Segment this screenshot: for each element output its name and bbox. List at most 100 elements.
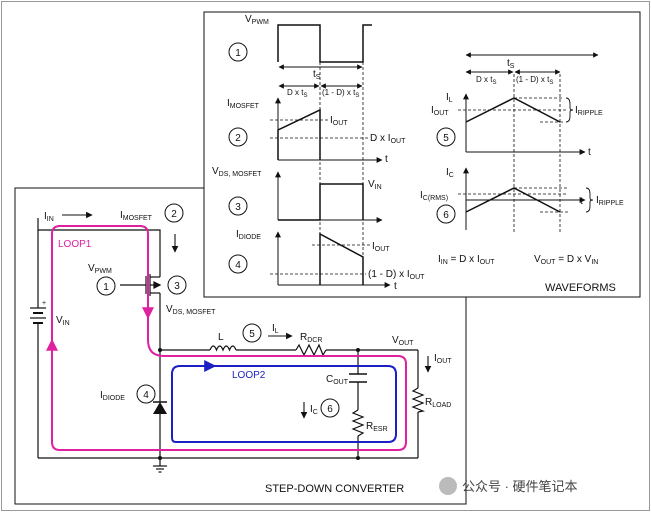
inductor-label: L <box>218 332 224 343</box>
wf-il-iout-label: IOUT <box>431 105 449 117</box>
svg-text:4: 4 <box>143 390 149 401</box>
rload-label: RLOAD <box>425 397 451 409</box>
wf-idiode-t-label: t <box>394 281 397 292</box>
wf-eq-iin: IIN = D x IOUT <box>438 254 495 266</box>
wf-ic-t-label: t <box>580 196 583 207</box>
loop2-label: LOOP2 <box>232 370 266 381</box>
wf-il-ripple-label: IRIPPLE <box>575 105 603 117</box>
svg-text:3: 3 <box>174 281 180 292</box>
wf-ts-label: tS <box>313 69 321 81</box>
battery-plus-sign: + <box>42 300 46 307</box>
marker-2: 2 <box>164 203 184 223</box>
wf-idiode-label: IDIODE <box>236 229 261 241</box>
iin-label: IIN <box>44 211 54 223</box>
wf-imosfet-iout-label: IOUT <box>330 115 348 127</box>
wf-vds-label: VDS, MOSFET <box>212 166 262 178</box>
wf-diout-label: D x IOUT <box>370 133 406 145</box>
inductor-icon <box>209 345 237 352</box>
vout-label: VOUT <box>392 335 414 347</box>
svg-text:5: 5 <box>249 329 255 340</box>
loop1-label: LOOP1 <box>58 239 92 250</box>
diode-icon <box>153 401 167 414</box>
wf-dts-label: D x tS <box>287 88 307 99</box>
wf-right-1mdts-label: (1 - D) x tS <box>516 75 553 86</box>
loop1-path <box>51 225 407 451</box>
wf-imosfet-trace <box>277 108 321 160</box>
svg-text:2: 2 <box>171 209 177 220</box>
wf-idiode-trace <box>319 232 364 285</box>
wf-marker-4: 4 <box>228 254 248 274</box>
cout-label: COUT <box>326 374 349 386</box>
circuit-wires <box>37 218 419 466</box>
il-label: IL <box>272 323 279 335</box>
svg-text:公众号 · 硬件笔记本: 公众号 · 硬件笔记本 <box>462 479 578 494</box>
wf-marker-1: 1 <box>228 42 248 62</box>
resistor-esr-icon <box>351 409 365 437</box>
wf-ic-ripple-label: IRIPPLE <box>596 195 624 207</box>
wf-ic-ripple-brace <box>585 187 594 213</box>
vin-label: VIN <box>56 315 70 327</box>
marker-6: 6 <box>320 398 340 418</box>
svg-text:1: 1 <box>103 282 109 293</box>
ic-label: IC <box>310 404 318 416</box>
node-vout <box>356 348 360 352</box>
iout-label: IOUT <box>434 353 452 365</box>
wf-il-t-label: t <box>588 147 591 158</box>
wf-il-ripple-brace <box>565 97 574 123</box>
wf-imosfet-label: IMOSFET <box>227 98 260 110</box>
node-bottom-diode <box>158 456 162 460</box>
svg-text:5: 5 <box>443 133 449 144</box>
circuit-caption: STEP-DOWN CONVERTER <box>265 483 404 495</box>
svg-text:1: 1 <box>235 48 241 59</box>
waveforms-panel: VPWM 1 tS D x tS (1 - D) x tS IMOSFET IO… <box>203 11 641 298</box>
marker-1: 1 <box>96 276 116 296</box>
wf-right-dts-label: D x tS <box>476 75 496 86</box>
waveforms-caption: WAVEFORMS <box>545 282 616 294</box>
svg-text:4: 4 <box>235 260 241 271</box>
wf-vpwm-trace <box>277 24 372 63</box>
wf-marker-3: 3 <box>228 196 248 216</box>
resistor-dcr-icon <box>295 343 327 357</box>
vds-label: VDS, MOSFET <box>166 304 216 316</box>
wechat-icon <box>439 477 457 495</box>
svg-text:3: 3 <box>235 202 241 213</box>
wf-1md-iout-label: (1 - D) x IOUT <box>368 269 425 281</box>
rdcr-label: RDCR <box>300 332 322 344</box>
wf-il-label: IL <box>446 92 453 104</box>
ground-icon <box>153 465 167 473</box>
marker-5: 5 <box>242 323 262 343</box>
wf-vds-trace <box>278 183 364 221</box>
resr-label: RESR <box>366 421 388 433</box>
wf-eq-vout: VOUT = D x VIN <box>534 254 598 266</box>
wf-ic-rms-label: IC(RMS) <box>420 190 448 202</box>
imosfet-label: IMOSFET <box>120 210 153 222</box>
marker-4: 4 <box>136 384 156 404</box>
watermark: 公众号 · 硬件笔记本 <box>439 477 578 495</box>
svg-text:6: 6 <box>327 404 333 415</box>
wf-marker-6: 6 <box>436 204 456 224</box>
svg-text:2: 2 <box>235 133 241 144</box>
node-switch <box>158 348 162 352</box>
resistor-load-icon <box>411 387 426 413</box>
wf-marker-2: 2 <box>228 127 248 147</box>
waveforms-frame <box>203 11 641 298</box>
mosfet-icon <box>120 272 162 296</box>
svg-text:6: 6 <box>443 210 449 221</box>
wf-right-ts-label: tS <box>507 58 515 70</box>
node-bottom-cap <box>356 456 360 460</box>
marker-3: 3 <box>167 275 187 295</box>
vpwm-label: VPWM <box>88 263 112 275</box>
battery-icon <box>30 307 46 330</box>
wf-vpwm-label: VPWM <box>245 14 269 26</box>
wf-vds-vin-label: VIN <box>368 179 382 191</box>
loop2-path <box>171 365 397 443</box>
idiode-label: IDIODE <box>100 390 125 402</box>
wf-ic-label: IC <box>446 167 454 179</box>
wf-1mdts-label: (1 - D) x tS <box>322 88 359 99</box>
wf-imosfet-t-label: t <box>385 154 388 165</box>
right-dashed-guides <box>513 74 561 232</box>
wf-marker-5: 5 <box>436 127 456 147</box>
capacitor-icon <box>349 373 367 383</box>
